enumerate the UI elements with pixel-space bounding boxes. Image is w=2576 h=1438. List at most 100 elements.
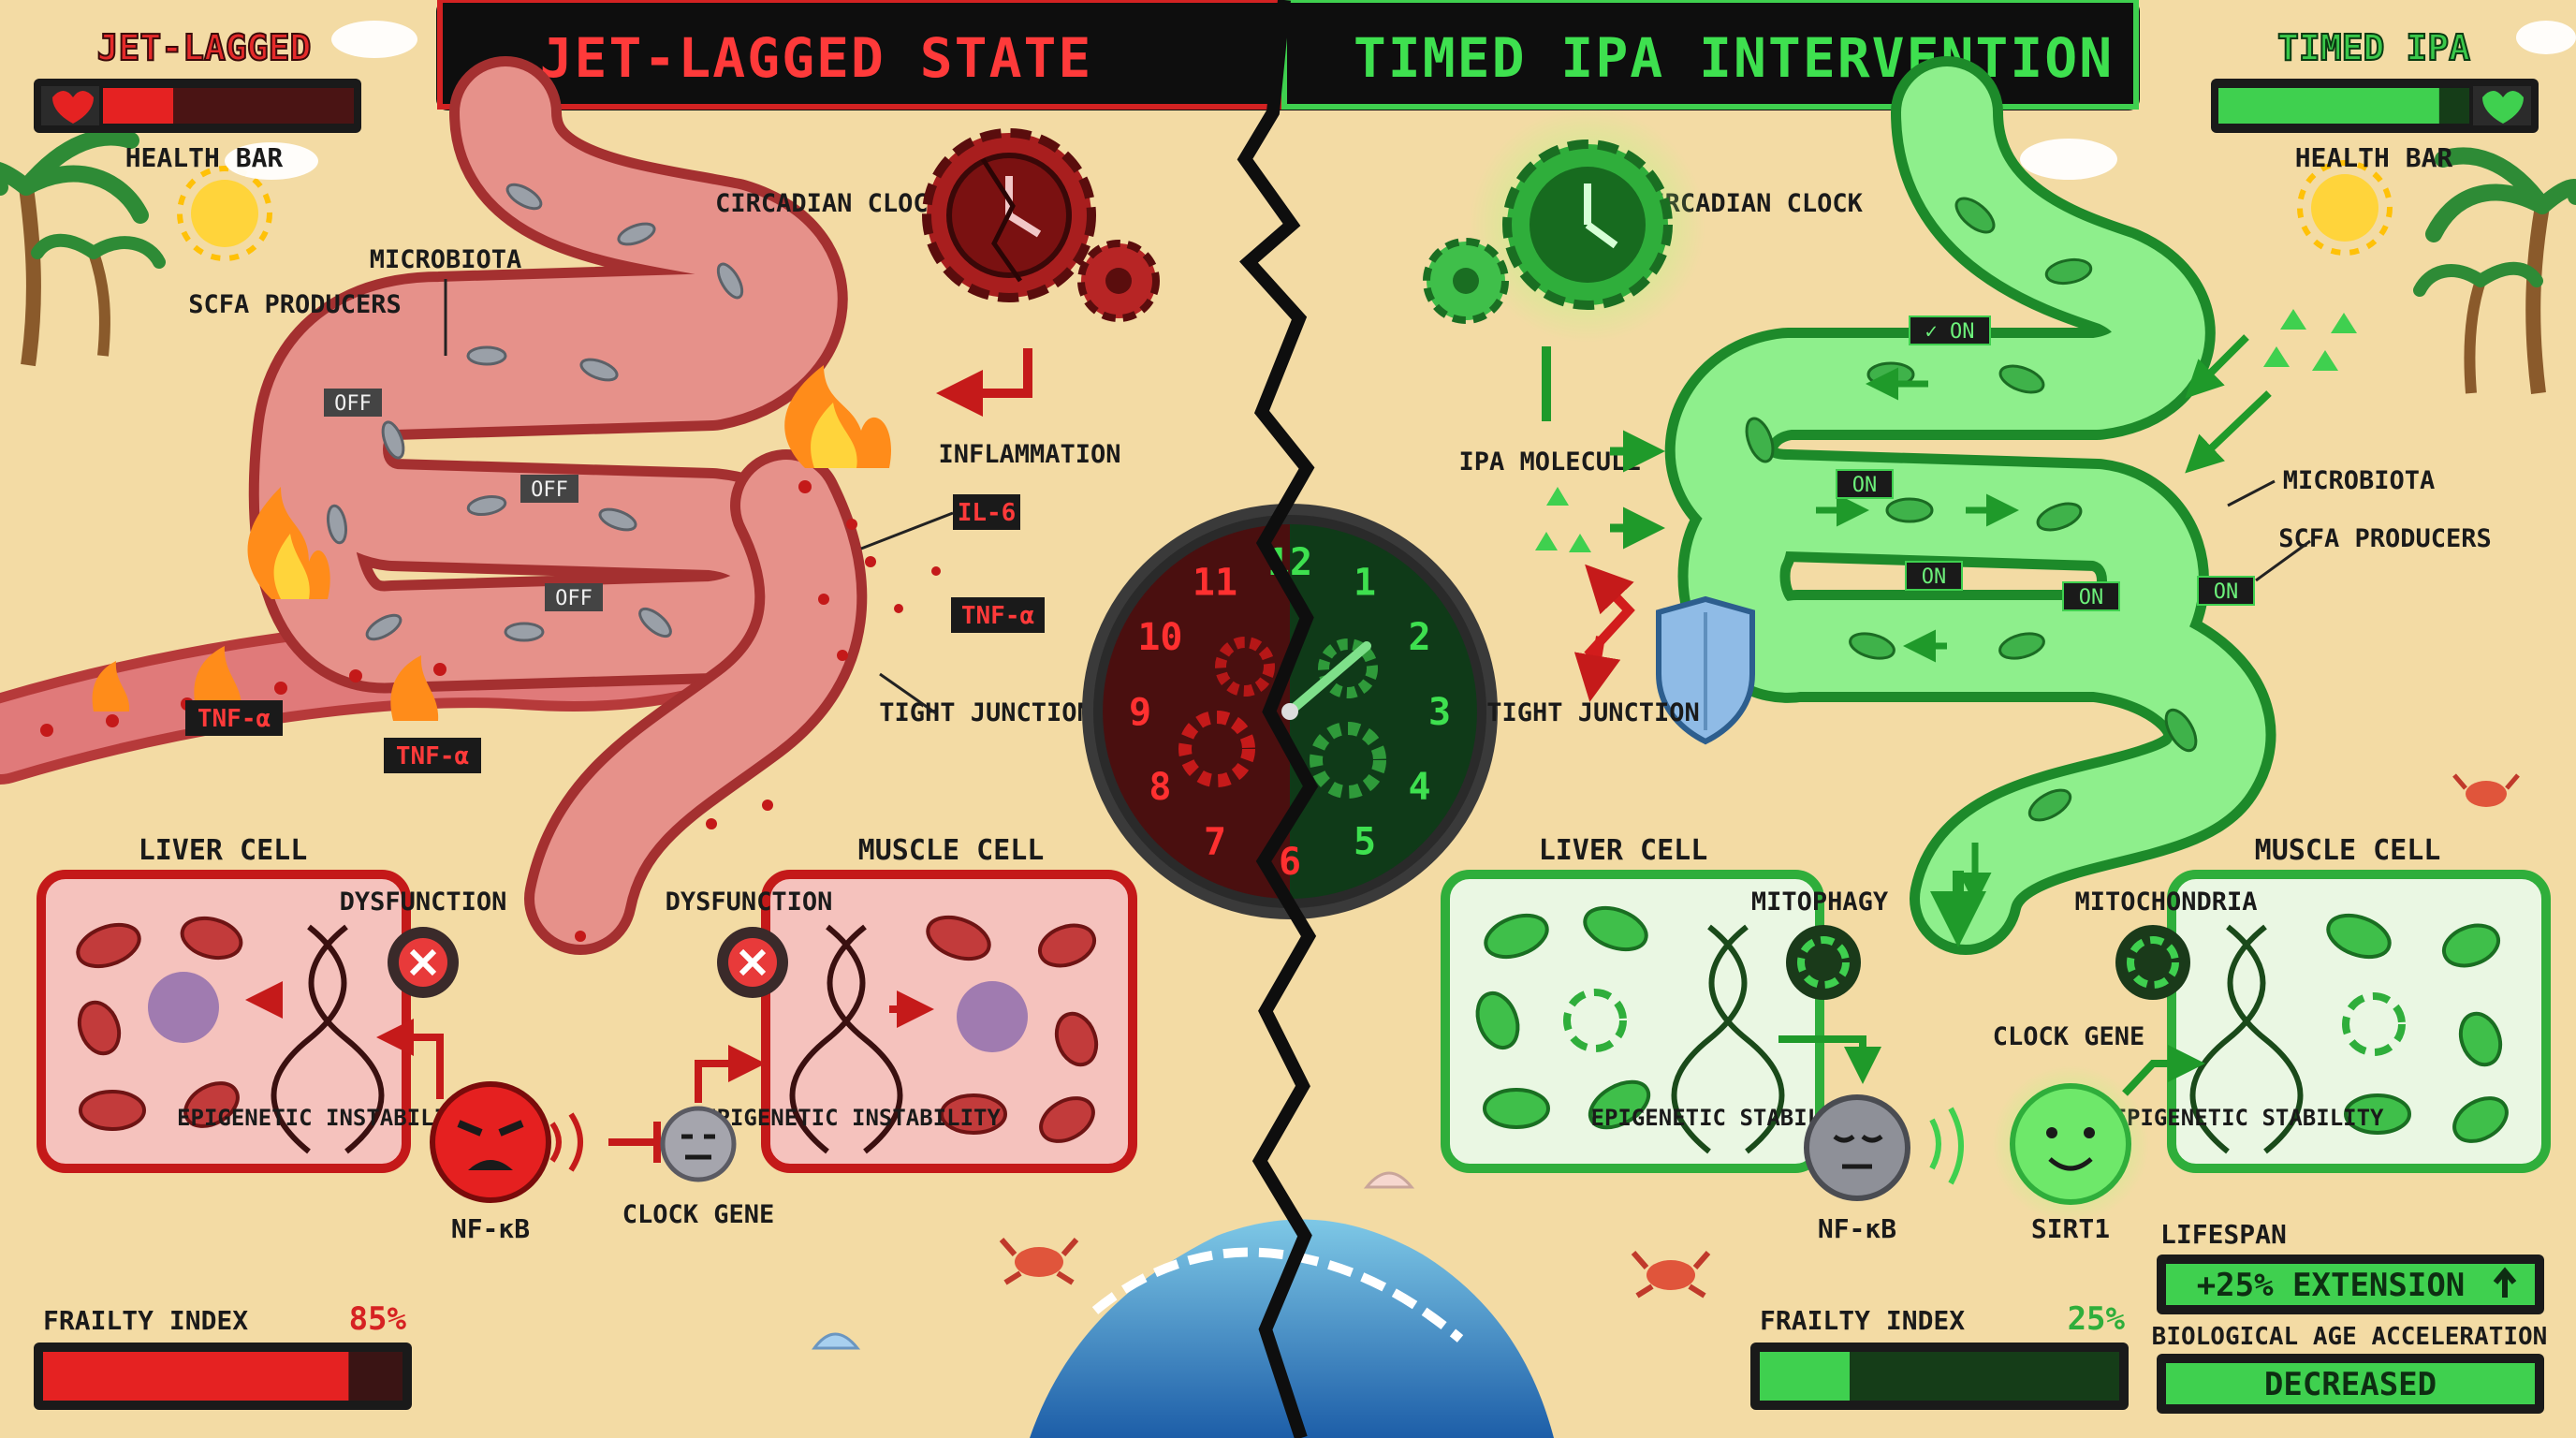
right-frailty-index: FRAILTY INDEX 25%	[1750, 1300, 2129, 1410]
clock-number-red: 7	[1204, 821, 1226, 864]
clock-number-red: 6	[1279, 841, 1301, 884]
left-clock-gene-label: CLOCK GENE	[622, 1200, 775, 1229]
liver-cell-dysfunctional	[37, 870, 411, 1173]
dna-icon	[271, 924, 385, 1154]
sun-icon-right	[2297, 160, 2393, 256]
svg-text:+25% EXTENSION: +25% EXTENSION	[2197, 1267, 2466, 1304]
right-tight-junction-label: TIGHT JUNCTION	[1486, 698, 1700, 727]
heart-icon	[52, 91, 94, 124]
il6-badge: IL-6	[953, 494, 1020, 530]
jet-lagged-label: JET-LAGGED	[97, 27, 312, 68]
left-microbiota-label: MICROBIOTA	[370, 245, 522, 274]
right-health-hud: TIMED IPA HEALTH BAR	[2211, 26, 2539, 173]
recycle-icon	[1563, 989, 1627, 1052]
recycle-icon	[2115, 925, 2190, 1000]
right-nfkb-label: NF-κB	[1818, 1213, 1896, 1244]
left-tight-junction-label: TIGHT JUNCTION	[879, 698, 1092, 727]
svg-text:OFF: OFF	[555, 587, 593, 610]
biological-age-label: BIOLOGICAL AGE ACCELERATION	[2152, 1323, 2548, 1351]
left-muscle-dysfunction-label: DYSFUNCTION	[666, 888, 833, 917]
gear-icon	[1178, 637, 1275, 787]
off-badge: OFF	[324, 389, 382, 417]
clock-number-red: 9	[1129, 691, 1151, 734]
right-clock-gene-label: CLOCK GENE	[1993, 1022, 2145, 1051]
liver-cell-healthy	[1441, 870, 1824, 1173]
sleepy-nfkb-face-icon	[1804, 1094, 1910, 1201]
on-badge: ON	[1836, 469, 1894, 499]
left-title: JET-LAGGED STATE	[540, 26, 1093, 90]
inflammation-label: INFLAMMATION	[938, 440, 1120, 469]
left-nfkb-label: NF-κB	[451, 1213, 530, 1244]
palm-tree-icon-left	[0, 128, 166, 367]
broken-clock-gear-icon	[922, 128, 1160, 322]
shell-icon	[1363, 1171, 1415, 1189]
shield-icon	[1656, 595, 1755, 745]
nucleus	[957, 981, 1028, 1052]
tnf-alpha-badge: TNF-α	[951, 597, 1045, 633]
right-scfa-producers-label: SCFA PRODUCERS	[2278, 524, 2492, 553]
flame-icon	[247, 487, 330, 599]
crab-icon	[2452, 773, 2520, 807]
left-circadian-clock-label: CIRCADIAN CLOCK	[715, 189, 944, 218]
on-badge: ON	[1905, 561, 1963, 591]
nucleus	[148, 972, 219, 1043]
off-badge: OFF	[545, 583, 603, 611]
on-badge: ON	[2062, 581, 2120, 611]
crab-icon	[999, 1238, 1079, 1285]
on-badge: ✓ ON	[1909, 315, 1991, 345]
right-microbiota-label: MICROBIOTA	[2283, 466, 2436, 495]
flame-icon	[784, 365, 892, 468]
svg-text:TNF-α: TNF-α	[396, 742, 469, 770]
palm-tree-icon-right	[2413, 147, 2576, 394]
svg-text:DECREASED: DECREASED	[2264, 1366, 2437, 1403]
clock-number-green: 1	[1354, 561, 1376, 604]
on-badge: ON	[2197, 576, 2255, 606]
right-liver-cell-label: LIVER CELL	[1539, 834, 1708, 867]
clock-number-red: 11	[1193, 561, 1237, 604]
inflamed-gut-diagram	[0, 56, 941, 955]
health-bar-label: HEALTH BAR	[2295, 142, 2453, 173]
mitochondria-label: MITOCHONDRIA	[2074, 888, 2257, 917]
mitophagy-label: MITOPHAGY	[1751, 888, 1889, 917]
shell-icon	[812, 1332, 861, 1350]
svg-text:TNF-α: TNF-α	[961, 602, 1034, 630]
left-liver-cell-label: LIVER CELL	[139, 834, 308, 867]
muscle-cell-dysfunctional	[761, 870, 1137, 1173]
right-title: TIMED IPA INTERVENTION	[1354, 26, 2114, 90]
flame-icon	[390, 655, 439, 721]
left-frailty-index: FRAILTY INDEX 85%	[34, 1300, 412, 1410]
flame-icon	[92, 661, 130, 712]
lifespan-badge: +25% EXTENSION	[2157, 1255, 2544, 1314]
right-muscle-cell-label: MUSCLE CELL	[2255, 834, 2441, 867]
lifespan-label: LIFESPAN	[2160, 1219, 2287, 1250]
x-error-icon	[717, 927, 788, 998]
svg-text:IL-6: IL-6	[958, 499, 1017, 527]
svg-text:TNF-α: TNF-α	[198, 705, 271, 733]
health-bar-label: HEALTH BAR	[125, 142, 284, 173]
health-bar-fill	[2218, 88, 2439, 124]
left-liver-dysfunction-label: DYSFUNCTION	[340, 888, 507, 917]
divider-crack	[1237, 0, 1319, 1438]
frailty-bar-fill	[43, 1352, 349, 1401]
frailty-index-value: 25%	[2068, 1300, 2126, 1338]
cloud-icon	[225, 142, 318, 180]
gear-icon	[1310, 638, 1386, 799]
clock-number-green: 4	[1409, 766, 1431, 809]
svg-text:ON: ON	[1852, 474, 1878, 497]
left-liver-epigenetic-label: EPIGENETIC INSTABILITY	[177, 1105, 475, 1131]
left-muscle-epigenetic-label: EPIGENETIC INSTABILITY	[703, 1105, 1001, 1131]
timed-ipa-label: TIMED IPA	[2277, 27, 2470, 68]
healthy-gut-diagram	[1664, 56, 2276, 955]
left-muscle-cell-label: MUSCLE CELL	[858, 834, 1045, 867]
clock-number-green: 5	[1354, 821, 1376, 864]
sun-icon-left	[177, 166, 272, 261]
healthy-clock-gear-icon	[1423, 107, 1705, 343]
dna-icon	[789, 924, 903, 1154]
frailty-index-value: 85%	[349, 1300, 407, 1338]
svg-text:ON: ON	[2079, 586, 2104, 609]
tnf-alpha-badge: TNF-α	[185, 700, 283, 736]
frailty-index-label: FRAILTY INDEX	[1760, 1305, 1965, 1336]
cloud-icon	[2020, 139, 2117, 180]
flame-icon	[194, 646, 242, 712]
